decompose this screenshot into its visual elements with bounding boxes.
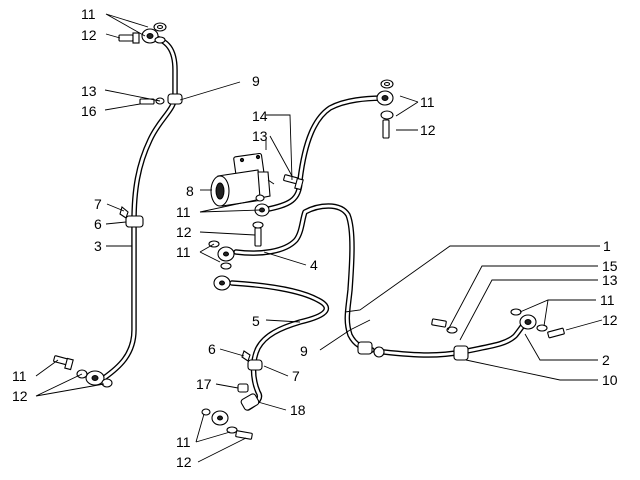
callout-labels: 11 12 13 16 9 14 13 8 11 12 11 4 7 6 3 1… xyxy=(12,6,618,470)
bolt-13-14 xyxy=(283,174,304,191)
callout-12: 11 xyxy=(12,368,27,384)
callout-9: 9 xyxy=(252,73,260,89)
clamp-6-7-left xyxy=(119,206,144,228)
pipe-5 xyxy=(229,280,330,411)
fitting-filter-upper xyxy=(252,194,270,247)
callout-13: 13 xyxy=(602,272,618,288)
fitting-bottom-17-18 xyxy=(201,383,260,440)
callout-10: 10 xyxy=(602,372,618,388)
fitting-right-lower xyxy=(510,308,565,339)
clamp-10-15 xyxy=(431,318,469,361)
callout-7: 7 xyxy=(292,368,300,384)
callout-11: 11 xyxy=(81,6,96,22)
pipe-2 xyxy=(381,319,529,358)
fitting-top-right xyxy=(376,79,394,139)
fitting-filter-lower xyxy=(208,240,235,291)
callout-12: 12 xyxy=(176,224,192,240)
callout-11: 11 xyxy=(420,94,435,110)
callout-15: 15 xyxy=(602,258,618,274)
callout-18: 18 xyxy=(290,402,306,418)
callout-1: 1 xyxy=(603,238,611,254)
callout-12: 12 xyxy=(420,122,436,138)
fuel-filter-8 xyxy=(210,140,275,207)
callout-7: 7 xyxy=(94,196,102,212)
callout-14: 14 xyxy=(252,108,268,124)
pipe-3 xyxy=(101,33,178,381)
callout-4: 4 xyxy=(310,257,318,273)
callout-3: 3 xyxy=(94,238,102,254)
callout-8: 8 xyxy=(186,183,194,199)
callout-13: 13 xyxy=(252,128,268,144)
callout-11: 11 xyxy=(600,292,615,308)
callout-5: 5 xyxy=(252,313,260,329)
clamp-6-7-lower xyxy=(241,350,263,371)
callout-12: 12 xyxy=(602,312,618,328)
callout-11: 11 xyxy=(176,434,191,450)
callout-13: 13 xyxy=(81,83,97,99)
callout-17: 17 xyxy=(196,376,212,392)
fitting-top-left xyxy=(118,22,167,44)
leader-lines xyxy=(35,13,603,463)
callout-9: 9 xyxy=(300,343,308,359)
pipe-1 xyxy=(261,95,391,213)
pipe-4 xyxy=(233,203,375,353)
callout-6: 6 xyxy=(94,216,102,232)
callout-11: 11 xyxy=(176,244,191,260)
callout-12: 12 xyxy=(81,27,97,43)
callout-11: 12 xyxy=(12,388,28,404)
callout-6: 6 xyxy=(208,341,216,357)
callout-11: 11 xyxy=(176,204,191,220)
callout-2: 2 xyxy=(602,352,610,368)
fitting-bottom-left xyxy=(53,355,113,388)
callout-16: 16 xyxy=(81,103,97,119)
union-joint-9 xyxy=(357,341,385,358)
callout-12: 12 xyxy=(176,454,192,470)
clamp-top xyxy=(139,93,183,105)
